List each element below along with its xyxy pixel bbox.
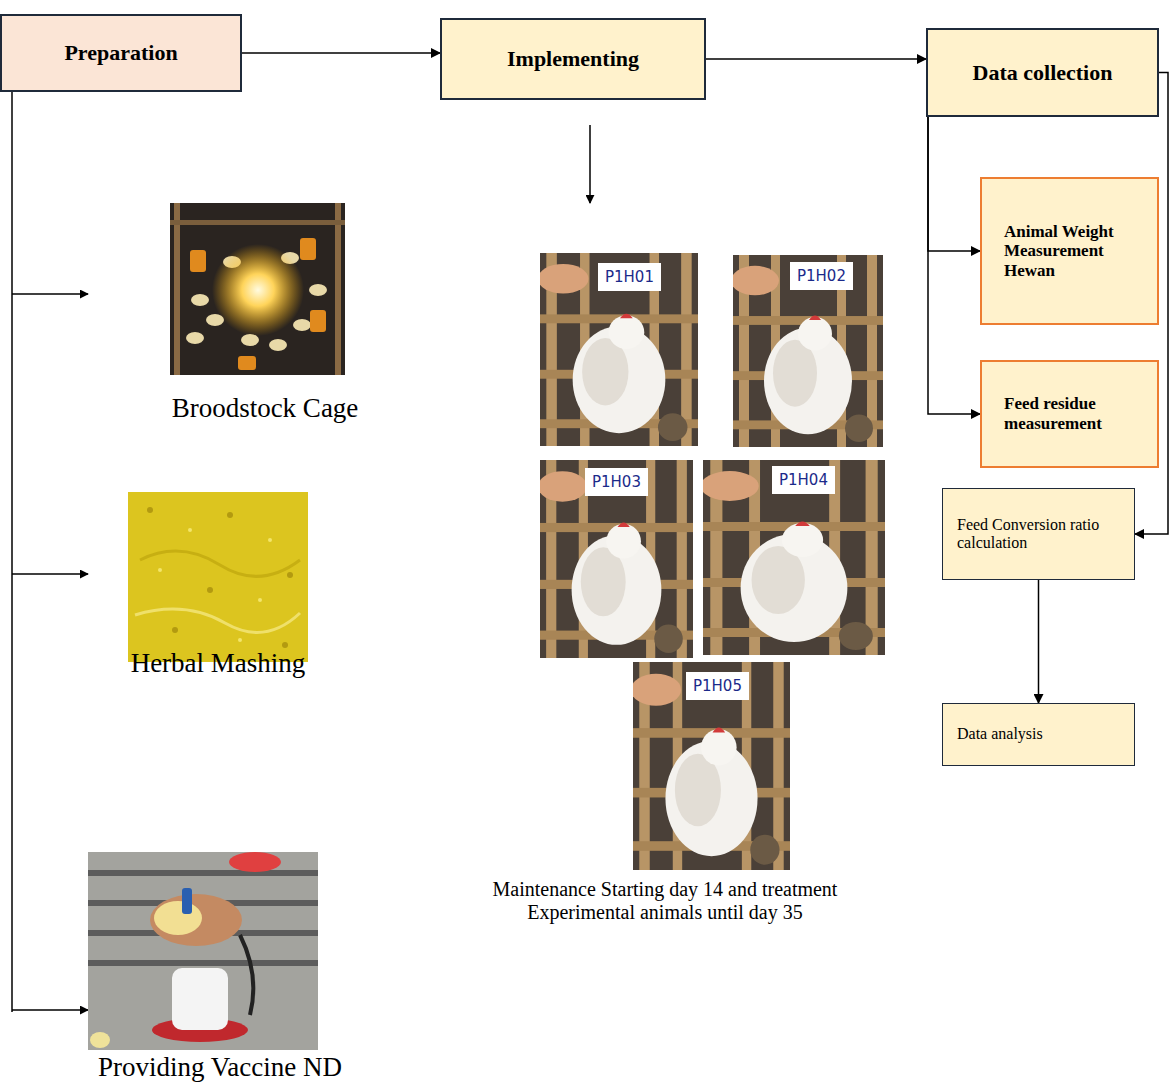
measure-box: Feed residue measurement	[980, 360, 1159, 468]
branch-arrows-part	[589, 125, 591, 203]
photo-caption: Maintenance Starting day 14 and treatmen…	[450, 878, 880, 924]
box-text: Data collection	[973, 60, 1113, 85]
herbal-photo-part	[158, 568, 162, 572]
pen-card: P1H05	[686, 672, 749, 700]
vaccine-photo-part	[88, 960, 318, 966]
brooder-photo-part	[186, 332, 204, 344]
pen-card: P1H03	[585, 468, 648, 496]
herbal-photo-part	[238, 638, 242, 642]
pen-card: P1H02	[790, 262, 853, 290]
flow-arrow	[706, 58, 926, 60]
vaccine-photo-part	[172, 968, 228, 1030]
photo-caption: Broodstock Cage	[140, 393, 390, 424]
herbal-photo-part	[147, 507, 153, 513]
box-text: Implementing	[507, 46, 639, 71]
brooder-photo-part	[190, 250, 206, 272]
stage-box: Data collection	[926, 28, 1159, 117]
vaccine-photo-part	[88, 852, 318, 1050]
brooder-photo-part	[238, 356, 256, 370]
herbal-photo-part	[282, 642, 288, 648]
process-box: Feed Conversion ratio calculation	[942, 488, 1135, 580]
brooder-photo-part	[335, 203, 341, 375]
brooder-photo-part	[310, 310, 326, 332]
herbal-photo-part	[287, 572, 293, 578]
chicken-photos	[538, 253, 885, 870]
chicken-photos-part	[701, 460, 885, 655]
brooder-photo	[170, 203, 345, 375]
brooder-photo-part	[170, 220, 345, 225]
branch-arrows-part	[12, 1009, 88, 1011]
pen-card: P1H01	[598, 263, 661, 291]
branch-arrows-part	[12, 573, 88, 575]
stage-box: Implementing	[440, 18, 706, 100]
pen-card: P1H04	[772, 466, 835, 494]
vaccine-photo-part	[88, 870, 318, 876]
branch-arrows-part	[11, 92, 13, 1012]
flow-arrow	[928, 117, 980, 414]
brooder-photo-part	[269, 339, 287, 351]
herbal-photo-part	[227, 512, 233, 518]
photo-caption: Herbal Mashing	[98, 648, 338, 679]
chicken-photos-part	[731, 255, 883, 447]
branch-arrows	[12, 92, 590, 1012]
herbal-photo-part	[207, 587, 213, 593]
brooder-photo-part	[191, 294, 209, 306]
box-text: Preparation	[64, 40, 177, 65]
herbal-photo	[128, 492, 308, 662]
vaccine-photo-part	[240, 935, 253, 1015]
herbal-photo-part	[172, 627, 178, 633]
box-text: Animal Weight Measurement Hewan	[1004, 222, 1117, 281]
herbal-photo-part	[140, 551, 300, 576]
brooder-photo-part	[293, 319, 311, 331]
chicken-photos-part	[538, 253, 698, 446]
stage-box: Preparation	[0, 14, 242, 92]
branch-arrows-part	[12, 293, 88, 295]
herbal-photo-part	[128, 492, 308, 662]
herbal-photo-part	[258, 598, 262, 602]
brooder-photo-part	[309, 284, 327, 296]
herbal-photo-part	[188, 528, 192, 532]
photo-caption: Providing Vaccine ND	[50, 1052, 390, 1083]
process-box: Data analysis	[942, 703, 1135, 766]
vaccine-photo-part	[90, 1032, 110, 1048]
brooder-photo-part	[170, 203, 345, 375]
vaccine-photo-part	[182, 888, 192, 914]
box-text: Data analysis	[957, 725, 1043, 743]
chicken-photos-part	[631, 662, 790, 870]
box-text: Feed residue measurement	[1004, 394, 1127, 433]
brooder-photo-part	[174, 203, 180, 375]
brooder-photo-part	[212, 244, 304, 336]
flow-arrow	[1038, 580, 1040, 703]
vaccine-photo-part	[229, 852, 281, 872]
brooder-photo-part	[300, 238, 316, 260]
vaccine-photo	[88, 852, 318, 1050]
herbal-photo-part	[268, 538, 272, 542]
box-text: Feed Conversion ratio calculation	[957, 516, 1104, 553]
chicken-photos-part	[538, 460, 693, 658]
flow-arrow	[928, 117, 980, 251]
vaccine-photo-part	[154, 901, 202, 935]
flow-arrow	[242, 52, 440, 54]
measure-box: Animal Weight Measurement Hewan	[980, 177, 1159, 325]
vaccine-photo-part	[150, 894, 242, 946]
herbal-photo-part	[135, 609, 300, 632]
